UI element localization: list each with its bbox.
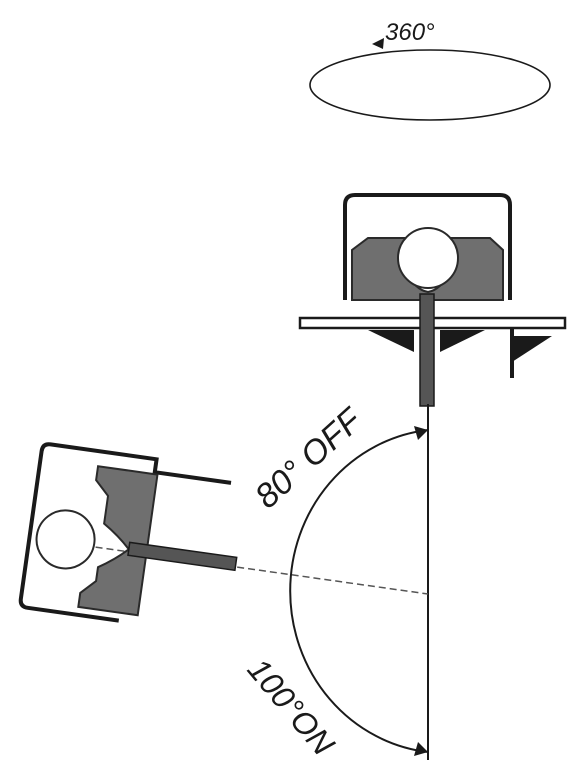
right-wedge — [440, 330, 485, 352]
arc-arrow-top-icon — [414, 426, 428, 440]
tilted-axis — [51, 540, 429, 595]
angle-geometry — [51, 404, 429, 760]
left-wedge — [368, 330, 414, 352]
upright-switch — [298, 193, 567, 407]
side-bracket-wedge — [512, 336, 552, 362]
upright-housing — [343, 193, 512, 300]
tilted-ball — [35, 509, 96, 570]
off-angle-label: 80° OFF — [248, 400, 371, 516]
rotation-indicator: 360° — [309, 19, 551, 121]
angle-arc — [289, 429, 429, 753]
rotation-label: 360° — [385, 19, 435, 46]
tilted-cup — [77, 465, 159, 617]
tilted-switch — [18, 442, 238, 623]
upright-stem — [419, 293, 435, 407]
tilted-housing — [18, 442, 232, 623]
rotation-arrow-icon — [372, 38, 384, 49]
tilted-stem — [127, 541, 238, 572]
rotation-ellipse — [309, 49, 551, 121]
upright-ball — [397, 227, 459, 289]
arc-arrow-bottom-icon — [414, 742, 428, 756]
on-angle-label: 100°ON — [241, 651, 343, 762]
